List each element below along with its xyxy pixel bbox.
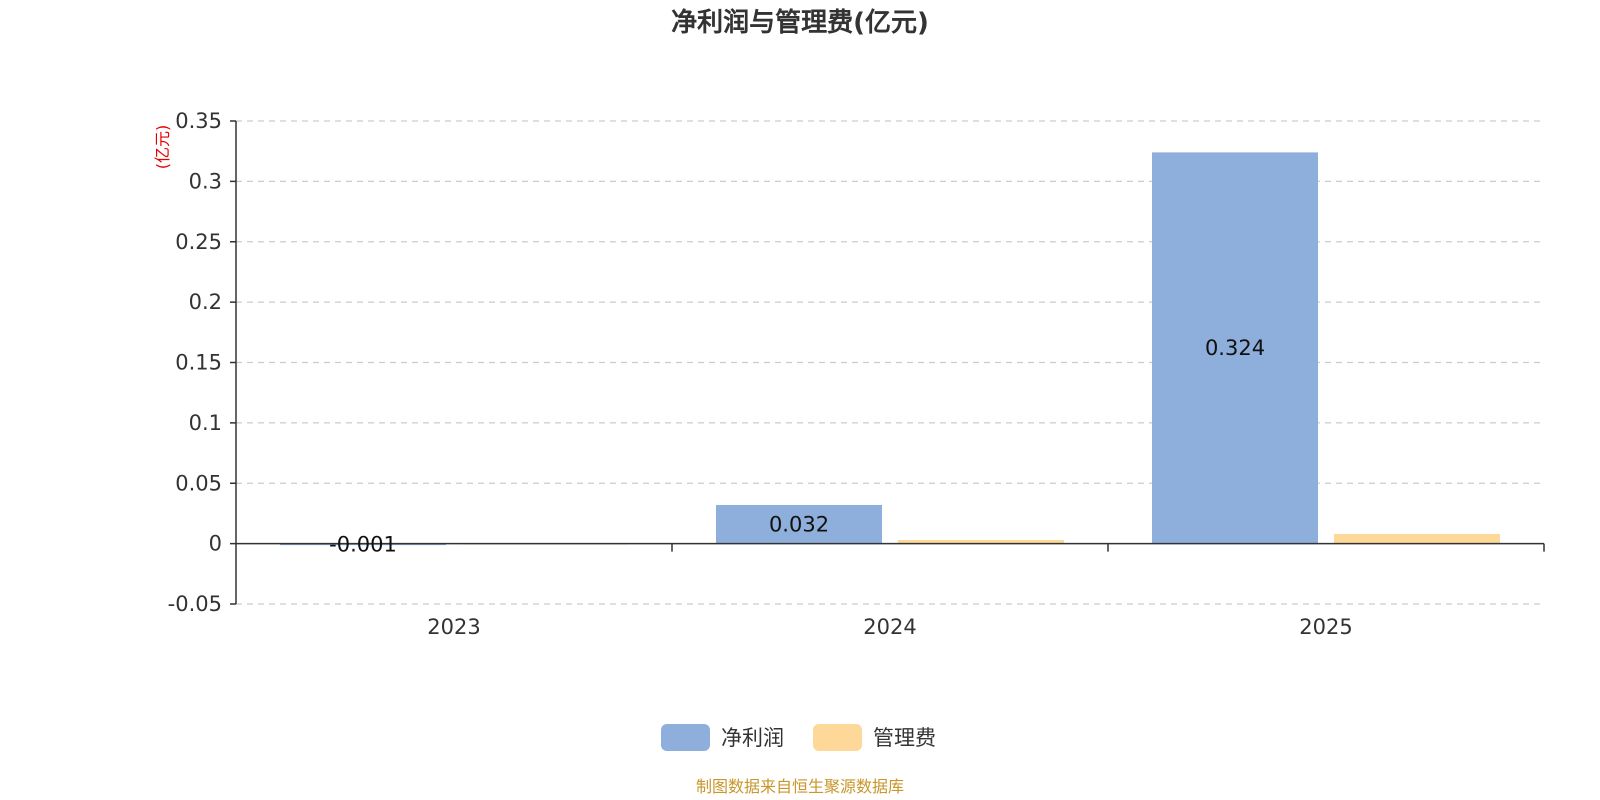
legend-label: 管理费 bbox=[873, 726, 936, 750]
y-tick-label: 0.35 bbox=[175, 109, 222, 133]
data-labels: -0.001 0.032 0.324 bbox=[329, 336, 1265, 556]
y-tick-label: 0.05 bbox=[175, 471, 222, 495]
y-axis-unit-label: (亿元) bbox=[153, 125, 172, 170]
legend-swatch bbox=[813, 724, 862, 751]
y-tick-label: 0.3 bbox=[189, 169, 222, 193]
axes bbox=[235, 121, 1544, 604]
data-label: -0.001 bbox=[329, 532, 397, 556]
data-label: 0.324 bbox=[1205, 336, 1265, 360]
data-label: 0.032 bbox=[769, 512, 829, 536]
legend-swatch bbox=[661, 724, 710, 751]
bar-admin-expense-2024 bbox=[898, 540, 1064, 544]
y-axis-ticks: -0.05 0 0.05 0.1 0.15 0.2 0.25 0.3 0.35 bbox=[168, 109, 236, 616]
legend: 净利润 管理费 bbox=[661, 724, 936, 751]
source-note: 制图数据来自恒生聚源数据库 bbox=[696, 777, 904, 796]
bar-admin-expense-2025 bbox=[1334, 533, 1500, 544]
x-tick-label: 2023 bbox=[427, 615, 480, 639]
x-tick-label: 2025 bbox=[1299, 615, 1352, 639]
chart-title: 净利润与管理费(亿元) bbox=[671, 7, 929, 38]
bars bbox=[280, 152, 1500, 546]
y-tick-label: -0.05 bbox=[168, 592, 222, 616]
y-tick-label: 0 bbox=[209, 532, 222, 556]
y-tick-label: 0.2 bbox=[189, 290, 222, 314]
gridlines bbox=[236, 120, 1544, 605]
legend-label: 净利润 bbox=[721, 726, 784, 750]
y-tick-label: 0.1 bbox=[189, 411, 222, 435]
x-tick-label: 2024 bbox=[863, 615, 916, 639]
bar-net-profit-2024 bbox=[716, 504, 882, 544]
bar-net-profit-2025 bbox=[1152, 152, 1318, 544]
y-tick-label: 0.25 bbox=[175, 230, 222, 254]
x-axis-ticks: 2023 2024 2025 bbox=[427, 543, 1545, 639]
y-tick-label: 0.15 bbox=[175, 351, 222, 375]
